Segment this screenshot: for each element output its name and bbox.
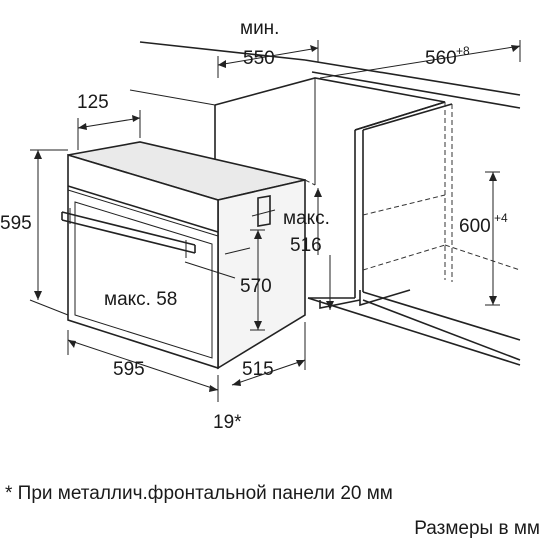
niche-depth-value: 550 — [243, 48, 275, 69]
dimension-lines — [29, 40, 521, 402]
oven-body — [61, 141, 316, 370]
max-handle-label: макс. 58 — [104, 289, 177, 310]
cabinet-niche — [129, 41, 521, 366]
max-depth-label: макс. — [283, 208, 330, 229]
front-panel-offset-value: 19* — [213, 412, 242, 433]
footnote: * При металлич.фронтальной панели 20 мм — [5, 483, 393, 504]
panel-depth-value: 125 — [77, 92, 109, 113]
niche-height-tolerance: +4 — [494, 211, 508, 225]
niche-width-value: 560 — [425, 48, 457, 69]
oven-inner-height-value: 570 — [240, 276, 272, 297]
niche-height-value: 600 — [459, 216, 491, 237]
units-note: Размеры в мм — [414, 518, 540, 539]
max-depth-value: 516 — [290, 235, 322, 256]
oven-depth-value: 515 — [242, 359, 274, 380]
niche-depth-min-label: мин. — [240, 18, 279, 39]
niche-width-tolerance: +8 — [456, 44, 470, 58]
oven-width-value: 595 — [113, 359, 145, 380]
oven-height-value: 595 — [0, 213, 32, 234]
